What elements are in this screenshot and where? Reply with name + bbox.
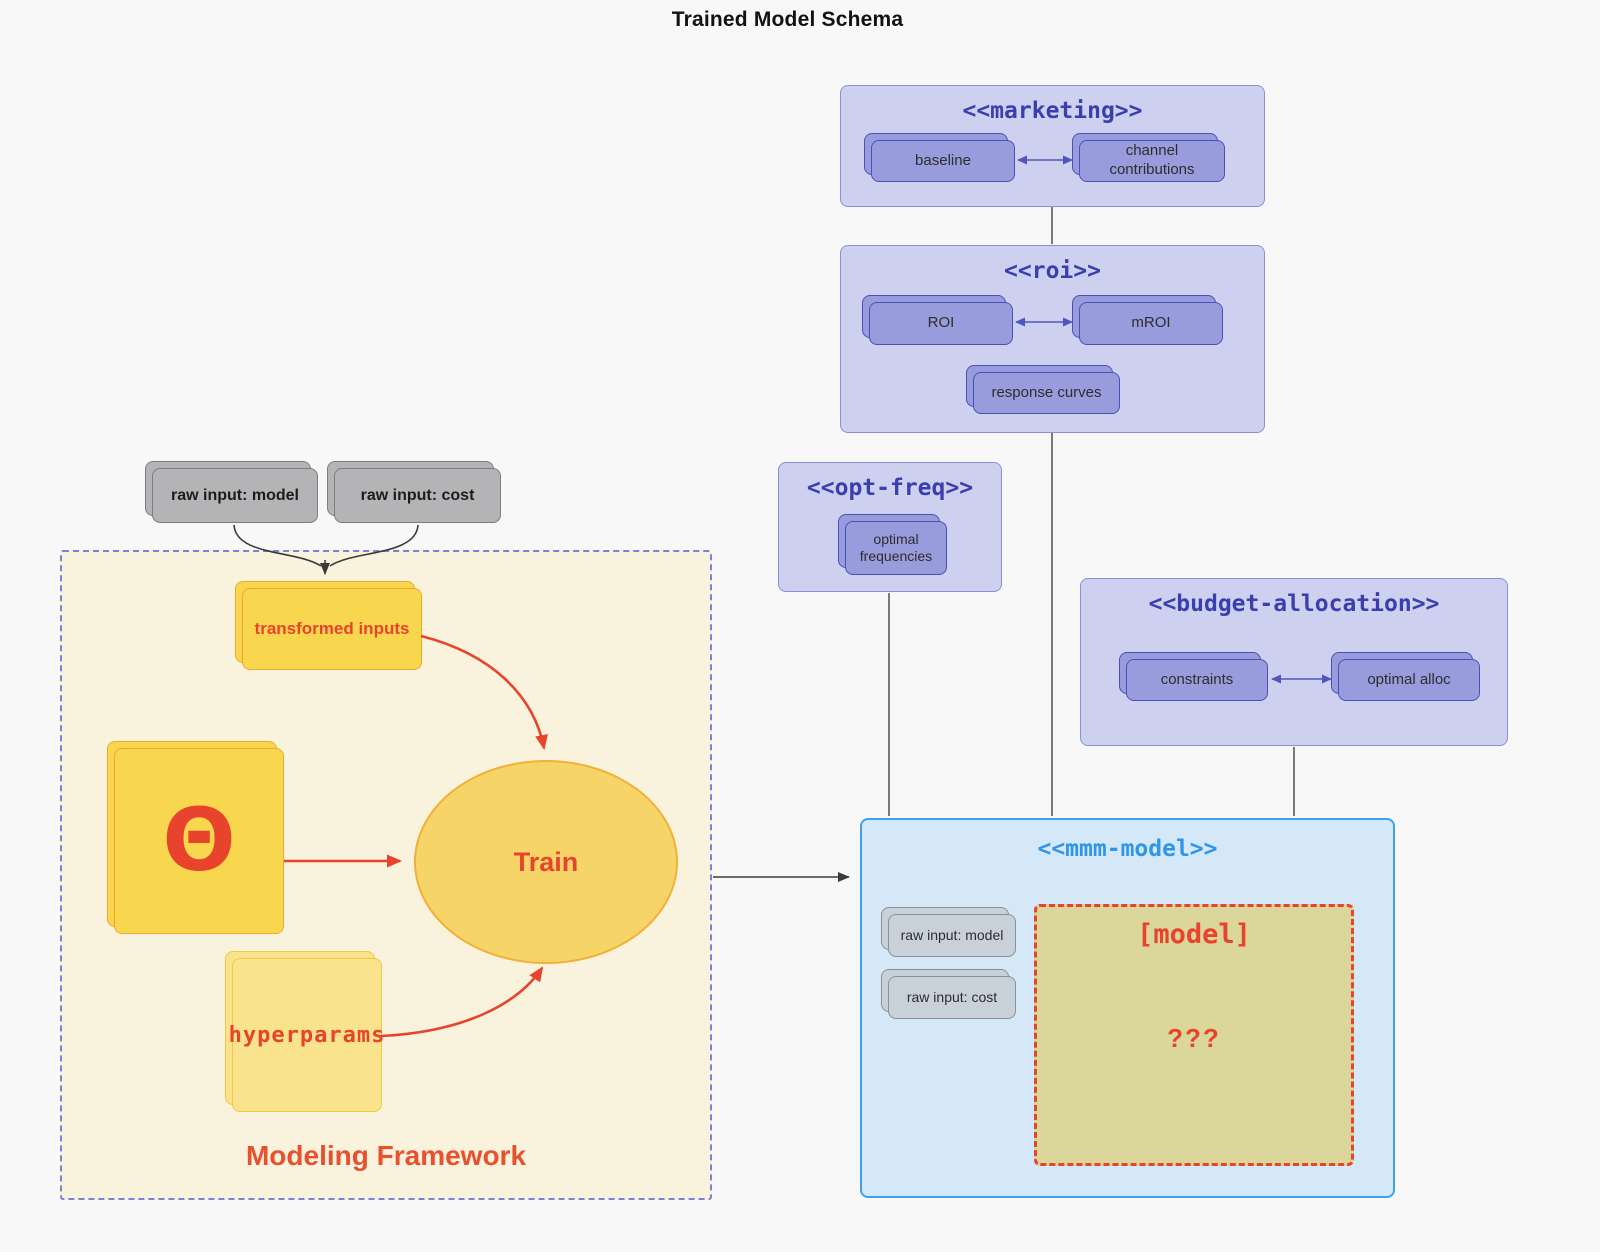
card-face: optimal alloc bbox=[1338, 659, 1480, 701]
group-marketing-title: <<marketing>> bbox=[962, 98, 1143, 124]
card-hyperparams: hyperparams bbox=[225, 951, 384, 1112]
card-label: raw input: cost bbox=[906, 988, 998, 1005]
card-face: channel contributions bbox=[1079, 140, 1225, 182]
card-face: baseline bbox=[871, 140, 1015, 182]
group-budget-allocation: <<budget-allocation>> constraints optima… bbox=[1080, 578, 1508, 746]
card-label: hyperparams bbox=[228, 1022, 386, 1048]
card-baseline: baseline bbox=[864, 133, 1015, 182]
card-face: mROI bbox=[1079, 302, 1223, 345]
group-mmm-model-title: <<mmm-model>> bbox=[1037, 836, 1218, 862]
card-label: optimal alloc bbox=[1367, 670, 1451, 688]
card-label: mROI bbox=[1131, 314, 1171, 332]
group-budget-allocation-title: <<budget-allocation>> bbox=[1148, 591, 1440, 617]
train-ellipse: Train bbox=[414, 760, 678, 964]
card-optimal-alloc: optimal alloc bbox=[1331, 652, 1480, 701]
card-roi: ROI bbox=[862, 295, 1013, 345]
group-roi-title: <<roi>> bbox=[1004, 258, 1101, 284]
card-face: Θ bbox=[114, 748, 284, 934]
card-face: ROI bbox=[869, 302, 1013, 345]
card-constraints: constraints bbox=[1119, 652, 1268, 701]
card-label: baseline bbox=[915, 151, 971, 169]
card-label: constraints bbox=[1160, 670, 1234, 688]
train-label: Train bbox=[513, 846, 579, 877]
card-face: transformed inputs bbox=[242, 588, 422, 670]
group-roi: <<roi>> ROI mROI response curves bbox=[840, 245, 1265, 433]
card-label: raw input: model bbox=[171, 486, 299, 504]
card-transformed-inputs: transformed inputs bbox=[235, 581, 422, 670]
card-label: raw input: cost bbox=[360, 486, 475, 504]
card-raw-input-cost: raw input: cost bbox=[327, 461, 501, 523]
card-response-curves: response curves bbox=[966, 365, 1120, 414]
model-placeholder-label: [model] bbox=[1137, 919, 1251, 950]
card-channel-contributions: channel contributions bbox=[1072, 133, 1225, 182]
card-label: response curves bbox=[991, 383, 1102, 401]
card-mmm-raw-input-model: raw input: model bbox=[881, 907, 1016, 957]
card-theta: Θ bbox=[107, 741, 284, 934]
theta-symbol: Θ bbox=[162, 791, 236, 891]
card-raw-input-model: raw input: model bbox=[145, 461, 318, 523]
model-placeholder-box: [model] ??? bbox=[1034, 904, 1354, 1166]
card-label: ROI bbox=[927, 314, 955, 332]
card-label: channel contributions bbox=[1109, 142, 1195, 178]
model-unknown-label: ??? bbox=[1167, 1023, 1221, 1053]
card-mmm-raw-input-cost: raw input: cost bbox=[881, 969, 1016, 1019]
card-face: response curves bbox=[973, 372, 1120, 414]
card-label: raw input: model bbox=[900, 926, 1004, 943]
card-label: transformed inputs bbox=[254, 619, 410, 639]
card-face: raw input: model bbox=[888, 914, 1016, 957]
group-opt-freq-title: <<opt-freq>> bbox=[806, 475, 974, 501]
card-face: raw input: cost bbox=[888, 976, 1016, 1019]
page-title: Trained Model Schema bbox=[671, 8, 904, 31]
card-face: raw input: model bbox=[152, 468, 318, 523]
group-modeling-framework-title: Modeling Framework bbox=[245, 1140, 527, 1171]
card-face: constraints bbox=[1126, 659, 1268, 701]
card-optimal-frequencies: optimal frequencies bbox=[838, 514, 947, 575]
card-face: optimal frequencies bbox=[845, 521, 947, 575]
card-face: hyperparams bbox=[229, 958, 384, 1112]
group-modeling-framework: transformed inputs Θ Train hyperparams M… bbox=[60, 550, 712, 1200]
card-mroi: mROI bbox=[1072, 295, 1223, 345]
group-marketing: <<marketing>> baseline channel contribut… bbox=[840, 85, 1265, 207]
card-label: optimal frequencies bbox=[859, 530, 933, 565]
card-face: raw input: cost bbox=[334, 468, 501, 523]
group-mmm-model: <<mmm-model>> raw input: model raw input… bbox=[860, 818, 1395, 1198]
group-opt-freq: <<opt-freq>> optimal frequencies bbox=[778, 462, 1002, 592]
